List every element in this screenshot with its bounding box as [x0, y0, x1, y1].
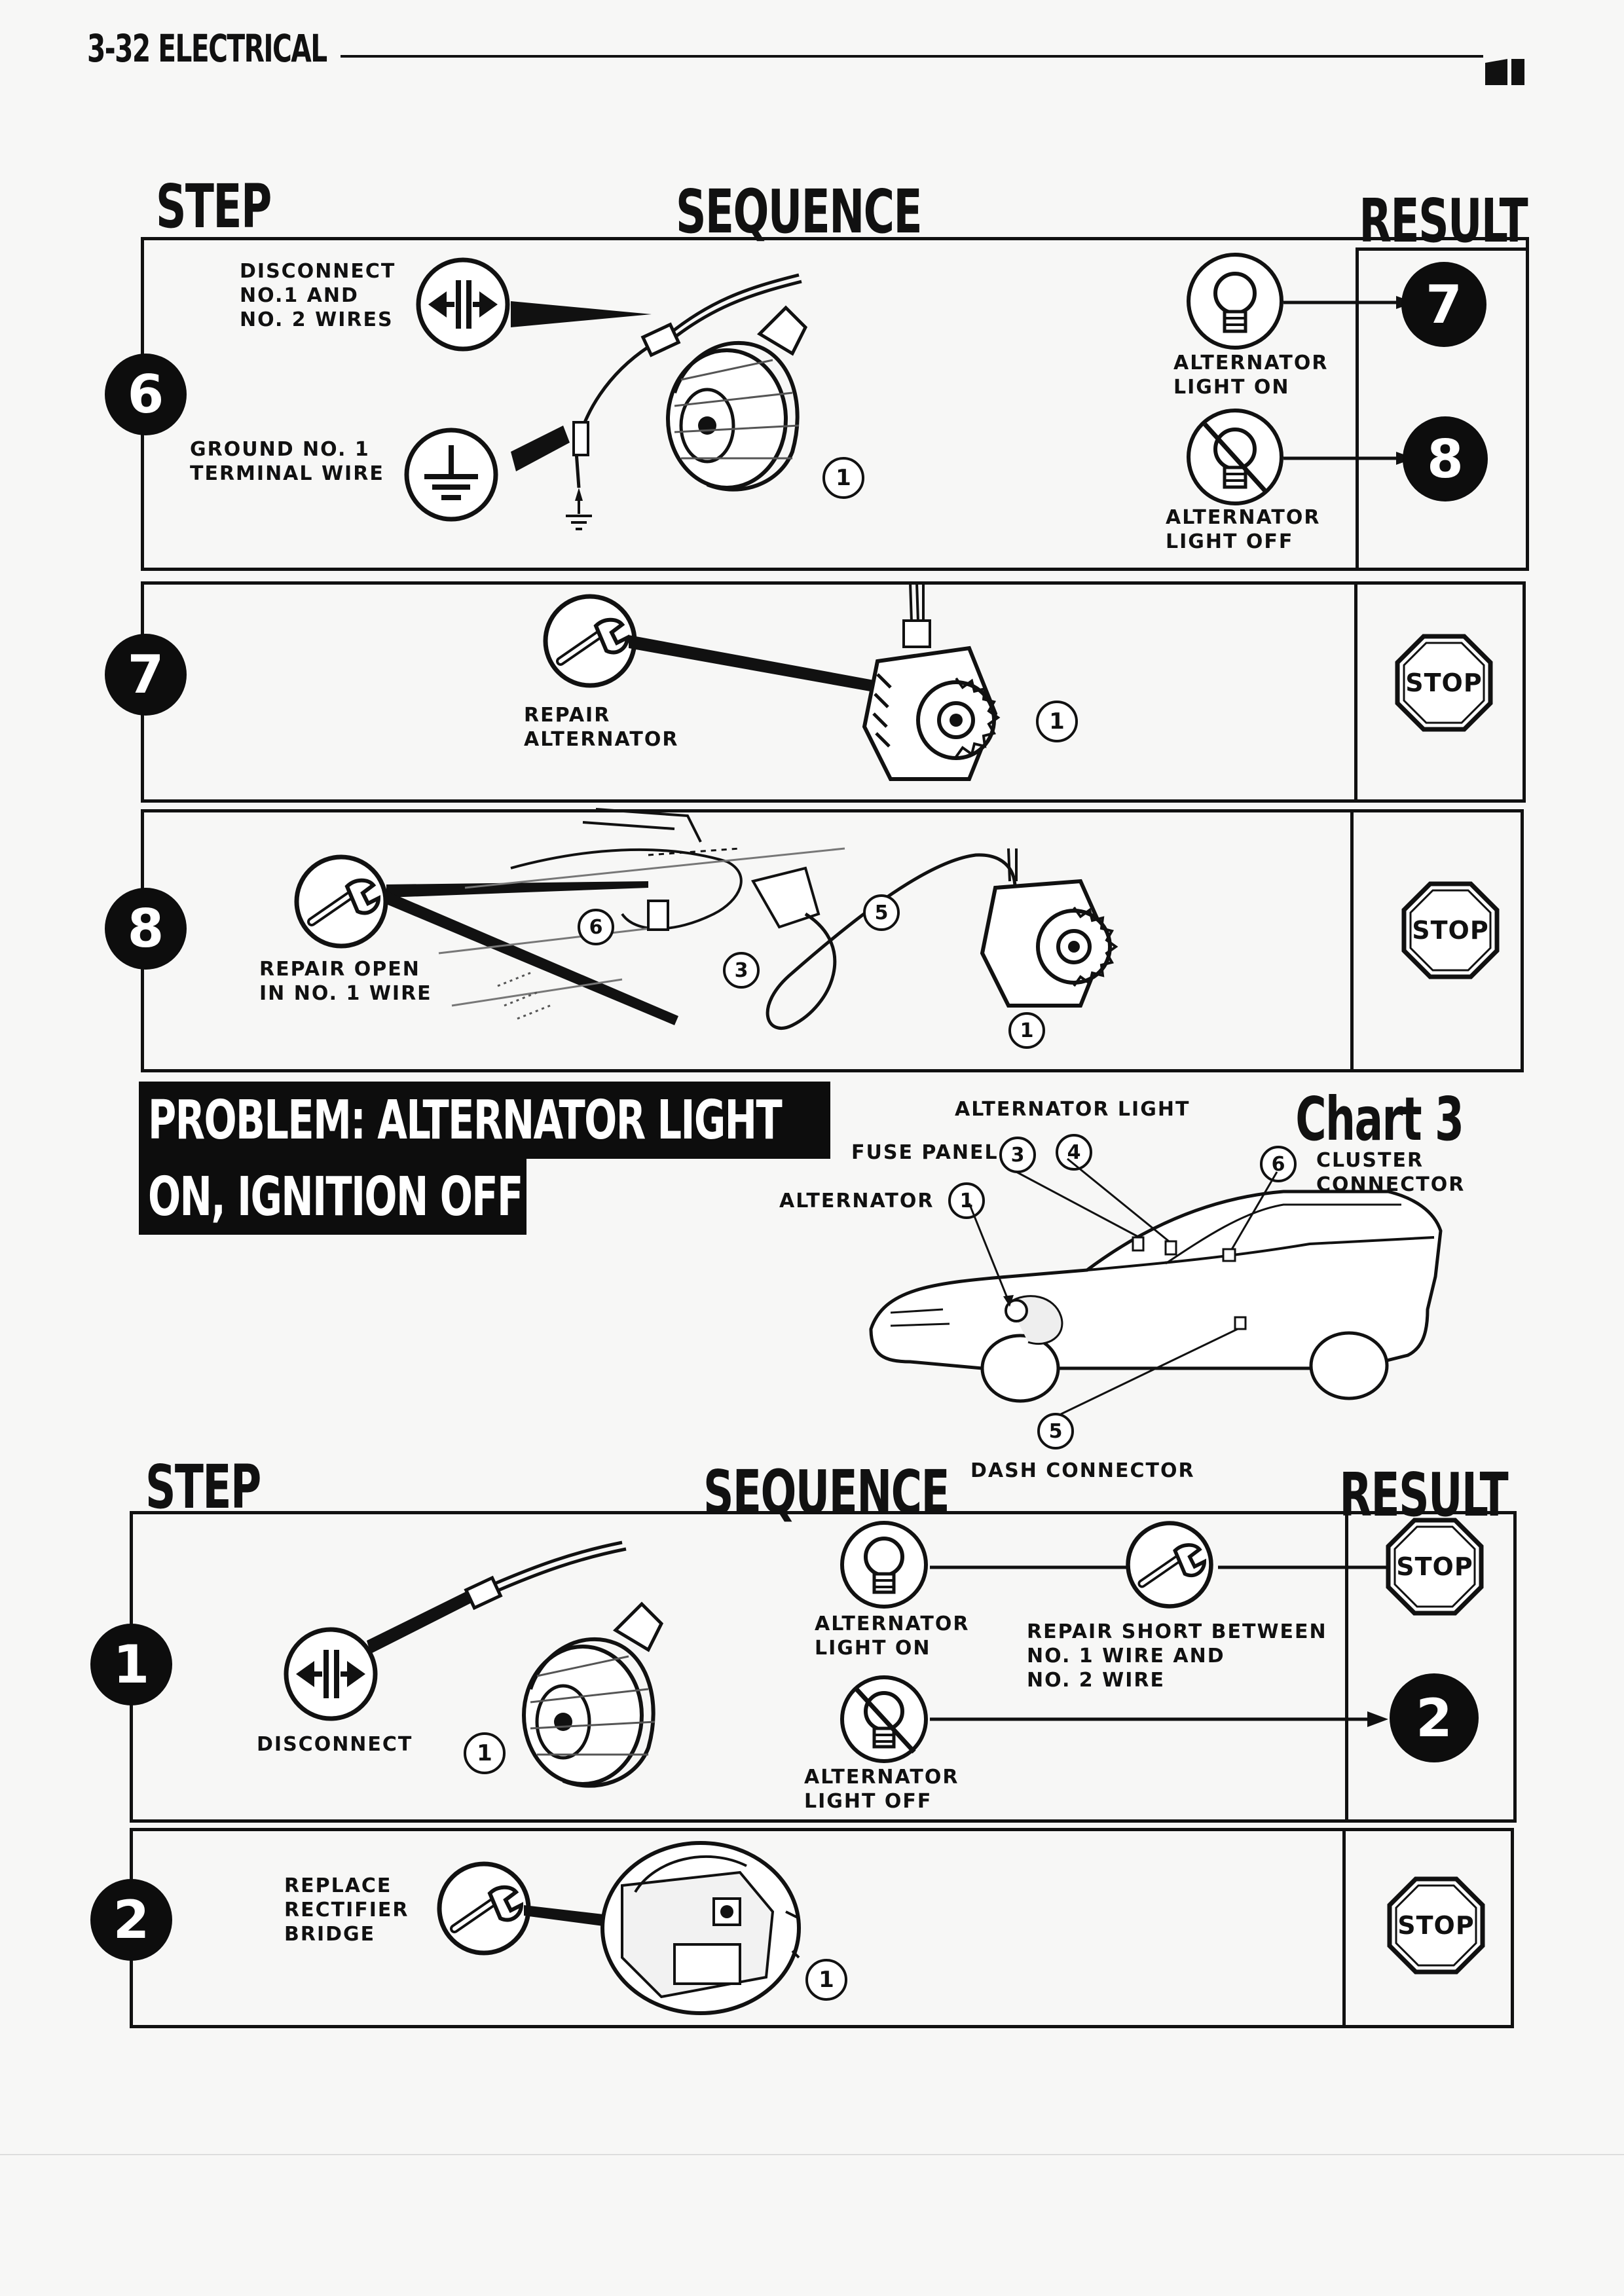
step-2-badge: 2	[90, 1879, 172, 1961]
locator-dash-connector-label: DASH CONNECTOR	[970, 1459, 1195, 1482]
step-2-stop-sign-icon	[1387, 1876, 1485, 1975]
sequence-heading-bottom: SEQUENCE	[703, 1457, 950, 1527]
step-6-callout-1: 1	[822, 457, 864, 499]
step-6-off-arrow	[1283, 452, 1414, 465]
locator-callout-1: 1	[948, 1182, 985, 1219]
step-6-disconnect-text: DISCONNECT NO.1 AND NO. 2 WIRES	[240, 260, 396, 331]
sequence-heading: SEQUENCE	[676, 177, 923, 247]
chart-title: Chart 3	[1295, 1084, 1464, 1154]
goto-step-7-badge: 7	[1401, 262, 1486, 347]
step-8-wiring-drawing	[386, 808, 1118, 1030]
step-8-badge: 8	[105, 888, 187, 970]
step-8-callout-1: 1	[1008, 1012, 1045, 1049]
page-label: 3-32 ELECTRICAL	[87, 26, 327, 71]
step-6-badge: 6	[105, 354, 187, 435]
step-2-callout-1: 1	[805, 1959, 847, 2001]
step-1-wrench-icon	[1126, 1521, 1213, 1609]
locator-callout-6: 6	[1260, 1146, 1297, 1182]
step-8-callout-3: 3	[723, 952, 760, 989]
step-6-result-top-rule	[1356, 247, 1529, 251]
page-bottom-rule	[0, 2154, 1624, 2155]
step-1-result-on-text: ALTERNATOR LIGHT ON	[815, 1613, 970, 1660]
locator-fuse-panel-label: FUSE PANEL	[851, 1141, 999, 1164]
header-rule	[341, 55, 1483, 58]
disconnect-icon	[416, 257, 510, 352]
result-heading: RESULT	[1359, 186, 1528, 256]
goto-step-2-badge: 2	[1390, 1673, 1479, 1762]
step-1-alternator-drawing	[367, 1540, 664, 1788]
step-8-callout-6: 6	[578, 909, 614, 945]
bulb-on-icon	[1213, 272, 1257, 333]
step-1-stop-sign-icon	[1386, 1518, 1484, 1616]
locator-alternator-light-label: ALTERNATOR LIGHT	[955, 1098, 1190, 1121]
step-6-ground-text: GROUND NO. 1 TERMINAL WIRE	[190, 438, 384, 485]
step-7-text: REPAIR ALTERNATOR	[524, 704, 679, 751]
wrench-icon	[543, 594, 637, 688]
step-6-alternator-drawing	[511, 273, 808, 530]
locator-callout-5: 5	[1037, 1413, 1074, 1449]
goto-step-8-badge: 8	[1403, 416, 1488, 501]
problem-banner-line2: ON, IGNITION OFF	[139, 1159, 526, 1235]
step-2-result-divider	[1342, 1828, 1346, 2028]
step-1-callout-1: 1	[464, 1732, 506, 1774]
step-7-callout-1: 1	[1036, 701, 1078, 742]
locator-alternator-label: ALTERNATOR	[779, 1190, 934, 1212]
car-locator-drawing	[869, 1157, 1443, 1415]
step-2-result-stop: STOP	[1397, 1911, 1475, 1940]
step-7-result-divider	[1354, 581, 1357, 803]
step-8-result-divider	[1350, 809, 1354, 1072]
step-2-wrench-icon	[437, 1861, 531, 1956]
step-heading: STEP	[156, 172, 272, 242]
step-1-result-divider	[1345, 1511, 1348, 1823]
step-1-off-arrow	[930, 1711, 1388, 1727]
step-1-text: DISCONNECT	[257, 1733, 413, 1756]
corner-mark-icon	[1485, 59, 1524, 85]
step-6-on-arrow	[1283, 296, 1414, 309]
step-1-badge: 1	[90, 1624, 172, 1705]
step-6-result-on-text: ALTERNATOR LIGHT ON	[1173, 352, 1329, 399]
bulb-off-icon	[1203, 422, 1268, 494]
step-6-result-off-text: ALTERNATOR LIGHT OFF	[1166, 506, 1321, 553]
step-8-stop-sign-icon	[1401, 881, 1500, 979]
step-1-result-off-text: ALTERNATOR LIGHT OFF	[804, 1766, 959, 1813]
step-heading-bottom: STEP	[145, 1452, 261, 1522]
locator-callout-3: 3	[999, 1137, 1036, 1173]
step-1-disconnect-icon	[284, 1627, 378, 1721]
step-8-wrench-icon	[294, 854, 388, 949]
step-1-on-line	[930, 1565, 1388, 1569]
step-6-result-divider	[1356, 249, 1359, 571]
step-7-badge: 7	[105, 634, 187, 716]
step-8-callout-5: 5	[863, 894, 900, 931]
ground-icon	[404, 428, 498, 522]
alternator-light-on-icon	[1187, 253, 1283, 350]
step-8-text: REPAIR OPEN IN NO. 1 WIRE	[259, 958, 432, 1005]
rectifier-bridge-drawing	[524, 1841, 801, 2015]
step-1-repair-text: REPAIR SHORT BETWEEN NO. 1 WIRE AND NO. …	[1027, 1620, 1327, 1692]
step-7-alternator-drawing	[629, 582, 1001, 781]
step-1-bulb-on-icon	[840, 1521, 928, 1609]
step-7-result-stop: STOP	[1405, 668, 1483, 697]
step-1-bulb-off-icon	[840, 1675, 928, 1763]
step-1-result-stop: STOP	[1396, 1552, 1473, 1581]
step-2-text: REPLACE RECTIFIER BRIDGE	[284, 1874, 409, 1946]
stop-sign-icon	[1395, 634, 1493, 732]
step-8-result-stop: STOP	[1412, 916, 1489, 945]
problem-banner-line1: PROBLEM: ALTERNATOR LIGHT	[139, 1082, 830, 1159]
